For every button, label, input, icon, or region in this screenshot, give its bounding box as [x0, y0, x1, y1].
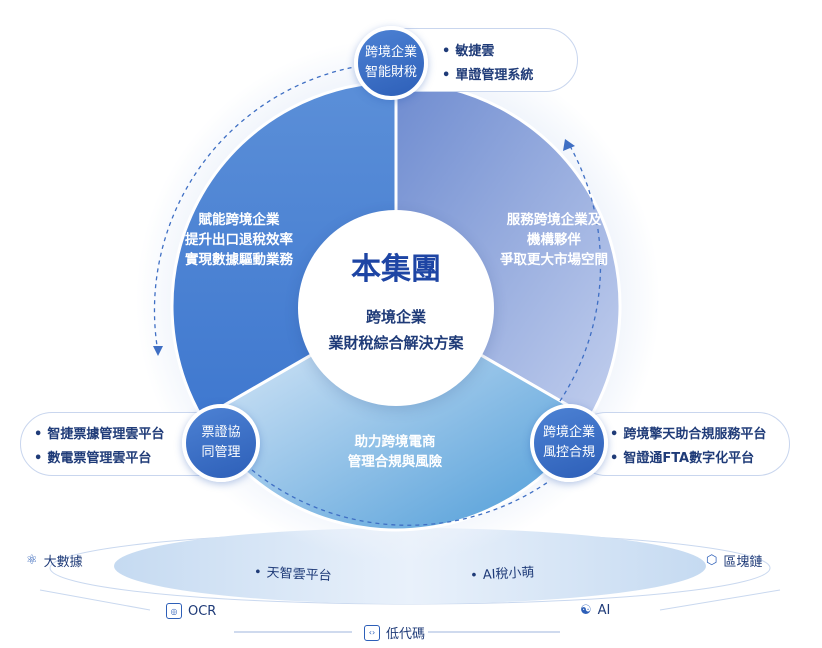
atom-icon: ⚛	[26, 553, 38, 568]
segment-bottom-text: 助力跨境電商 管理合規與風險	[330, 432, 460, 472]
tech-line-far-left	[39, 589, 151, 611]
tech-label: OCR	[188, 603, 217, 619]
tech-low-code: ‹› 低代碼	[364, 623, 425, 642]
segment-left-line: 提升出口退稅效率	[185, 232, 293, 248]
center-title: 本集團	[351, 252, 441, 287]
left-node-line: 同管理	[201, 445, 241, 460]
segment-left-line: 實現數據驅動業務	[185, 252, 293, 268]
center-line2: 業財稅綜合解決方案	[328, 334, 464, 352]
tech-ai: ☯ AI	[580, 603, 610, 618]
tech-ocr: ◎ OCR	[166, 603, 216, 619]
base-ellipse	[114, 528, 706, 604]
right-item[interactable]: 跨境擎天助合規服務平台	[610, 423, 766, 442]
tech-label: AI	[597, 603, 611, 618]
segment-right-line: 機構夥伴	[527, 232, 581, 248]
arrow-left	[153, 346, 163, 356]
blockchain-icon: ⬡	[706, 553, 718, 568]
left-item[interactable]: 數電票管理雲平台	[34, 447, 151, 466]
top-node-line: 智能財稅	[364, 65, 417, 80]
left-node[interactable]: 票證協 同管理	[182, 404, 260, 482]
dashed-arc-right	[557, 145, 602, 405]
dashed-arc-bottom	[251, 469, 549, 526]
tech-line-far-right	[659, 589, 781, 611]
ai-brain-icon: ☯	[580, 603, 592, 618]
segment-right-text: 服務跨境企業及 機構夥伴 爭取更大市場空間	[488, 210, 620, 270]
dashed-arc-left	[153, 65, 361, 353]
segment-right-line: 爭取更大市場空間	[500, 252, 608, 268]
right-node[interactable]: 跨境企業 風控合規	[530, 404, 608, 482]
platform-item[interactable]: AI稅小萌	[470, 561, 534, 583]
tech-label: 低代碼	[386, 627, 426, 642]
center-circle: 本集團 跨境企業 業財稅綜合解決方案	[298, 210, 494, 406]
top-node-line: 跨境企業	[364, 45, 417, 60]
ocr-icon: ◎	[166, 603, 182, 619]
center-line1: 跨境企業	[365, 308, 426, 326]
segment-right-line: 服務跨境企業及	[506, 212, 602, 228]
left-item[interactable]: 智捷票據管理雲平台	[34, 423, 164, 442]
right-item[interactable]: 智證通FTA數字化平台	[610, 447, 754, 466]
top-item[interactable]: 單證管理系統	[442, 64, 533, 83]
right-node-line: 跨境企業	[542, 425, 595, 440]
left-node-line: 票證協	[201, 425, 241, 440]
segment-left-line: 賦能跨境企業	[198, 212, 280, 228]
segment-left-text: 賦能跨境企業 提升出口退稅效率 實現數據驅動業務	[178, 210, 300, 270]
right-node-line: 風控合規	[542, 445, 595, 460]
platform-item[interactable]: 天智雲平台	[254, 561, 333, 584]
arrow-right	[563, 139, 575, 151]
top-item[interactable]: 敏捷雲	[442, 40, 494, 59]
tech-big-data: ⚛ 大數據	[26, 551, 83, 570]
segment-bottom-line: 管理合規與風險	[347, 454, 443, 470]
top-node[interactable]: 跨境企業 智能財稅	[354, 26, 428, 100]
tech-label: 區塊鏈	[723, 555, 763, 570]
segment-bottom-line: 助力跨境電商	[354, 434, 436, 450]
tech-blockchain: ⬡ 區塊鏈	[706, 551, 762, 570]
code-icon: ‹›	[364, 624, 380, 641]
tech-label: 大數據	[43, 555, 83, 570]
